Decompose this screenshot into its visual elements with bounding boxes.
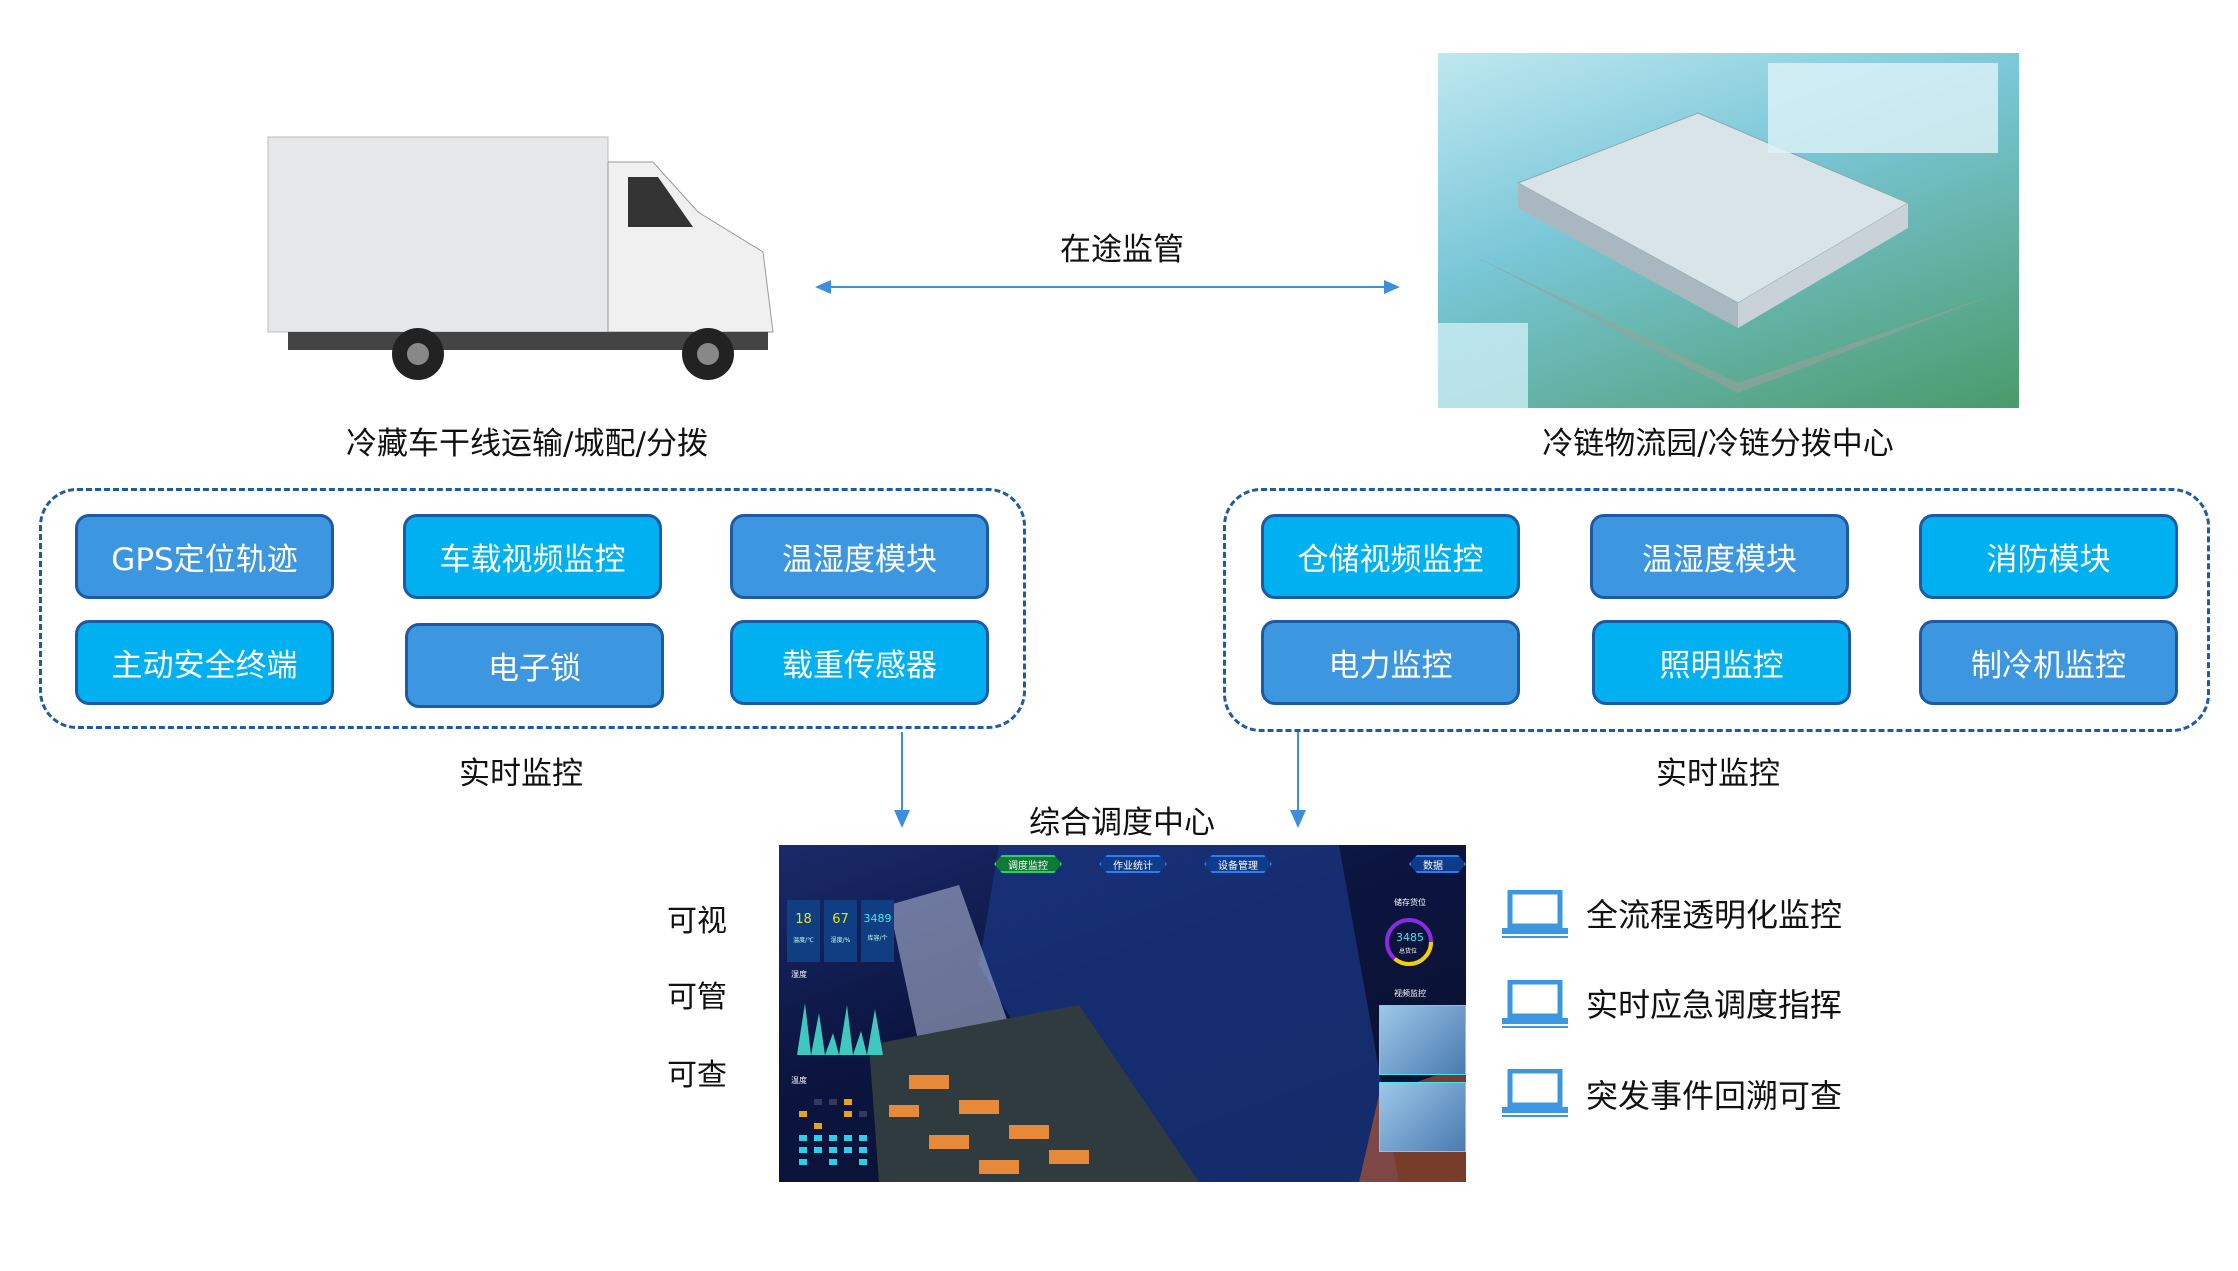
tab-work-stats: 作业统计 [1099, 855, 1167, 873]
capability-manageable: 可管 [667, 980, 727, 1015]
warehouse-monitoring-group [1223, 488, 2210, 732]
gps-track-button[interactable]: GPS定位轨迹 [75, 514, 334, 599]
tab-data-analysis: 数据分析 [1409, 855, 1466, 873]
capability-visible: 可视 [667, 904, 727, 939]
storage-panel-title: 储存货位 [1394, 898, 1426, 907]
temperature-heatmap [799, 1099, 867, 1165]
left-realtime-label: 实时监控 [459, 756, 583, 792]
humidity-panel-title: 湿度 [791, 970, 807, 979]
storage-total-label: 总货位 [1399, 948, 1418, 955]
tab-equipment: 设备管理 [1204, 855, 1272, 873]
refrigerated-truck-image [258, 122, 775, 387]
load-sensor-button[interactable]: 载重传感器 [730, 620, 989, 705]
right-realtime-label: 实时监控 [1656, 756, 1780, 792]
feature-incident-traceback: 突发事件回溯可查 [1586, 1077, 1843, 1115]
e-lock-button[interactable]: 电子锁 [405, 623, 664, 708]
capability-traceable: 可查 [667, 1058, 727, 1093]
fire-module-button[interactable]: 消防模块 [1919, 514, 2178, 599]
right-arrow-head [1290, 810, 1306, 828]
safety-terminal-button[interactable]: 主动安全终端 [75, 620, 334, 705]
vehicle-video-button[interactable]: 车载视频监控 [403, 514, 662, 599]
tab-dispatch-monitor: 调度监控 [994, 855, 1062, 873]
cold-chain-park-image [1438, 53, 2019, 408]
double-arrow [815, 280, 1400, 294]
lighting-monitor-button[interactable]: 照明监控 [1592, 620, 1851, 705]
transit-label: 在途监管 [1060, 232, 1184, 268]
vehicle-monitoring-group [39, 488, 1026, 729]
feature-transparent-monitoring: 全流程透明化监控 [1586, 896, 1843, 934]
left-arrow-head [894, 810, 910, 828]
video-feed-2 [1379, 1082, 1466, 1152]
storage-ring-chart [1385, 918, 1433, 966]
temperature-panel-title: 温度 [791, 1076, 807, 1085]
humidity-chart [797, 1003, 883, 1055]
dispatch-center-title: 综合调度中心 [1029, 805, 1215, 841]
video-panel-title: 视频监控 [1394, 989, 1426, 998]
warehouse-caption: 冷链物流园/冷链分拨中心 [1542, 426, 1894, 462]
feature-emergency-dispatch: 实时应急调度指挥 [1586, 986, 1843, 1024]
right-down-arrow [1297, 732, 1299, 812]
truck-caption: 冷藏车干线运输/城配/分拨 [346, 426, 708, 462]
left-down-arrow [901, 732, 903, 812]
power-monitor-button[interactable]: 电力监控 [1261, 620, 1520, 705]
refrigerator-monitor-button[interactable]: 制冷机监控 [1919, 620, 2178, 705]
laptop-icon [1502, 980, 1568, 1028]
warehouse-video-button[interactable]: 仓储视频监控 [1261, 514, 1520, 599]
storage-total: 3485 [1396, 931, 1424, 944]
warehouse-temp-humidity-button[interactable]: 温湿度模块 [1590, 514, 1849, 599]
laptop-icon [1502, 890, 1568, 938]
video-feed-1 [1379, 1005, 1466, 1075]
temp-humidity-button[interactable]: 温湿度模块 [730, 514, 989, 599]
laptop-icon [1502, 1069, 1568, 1117]
